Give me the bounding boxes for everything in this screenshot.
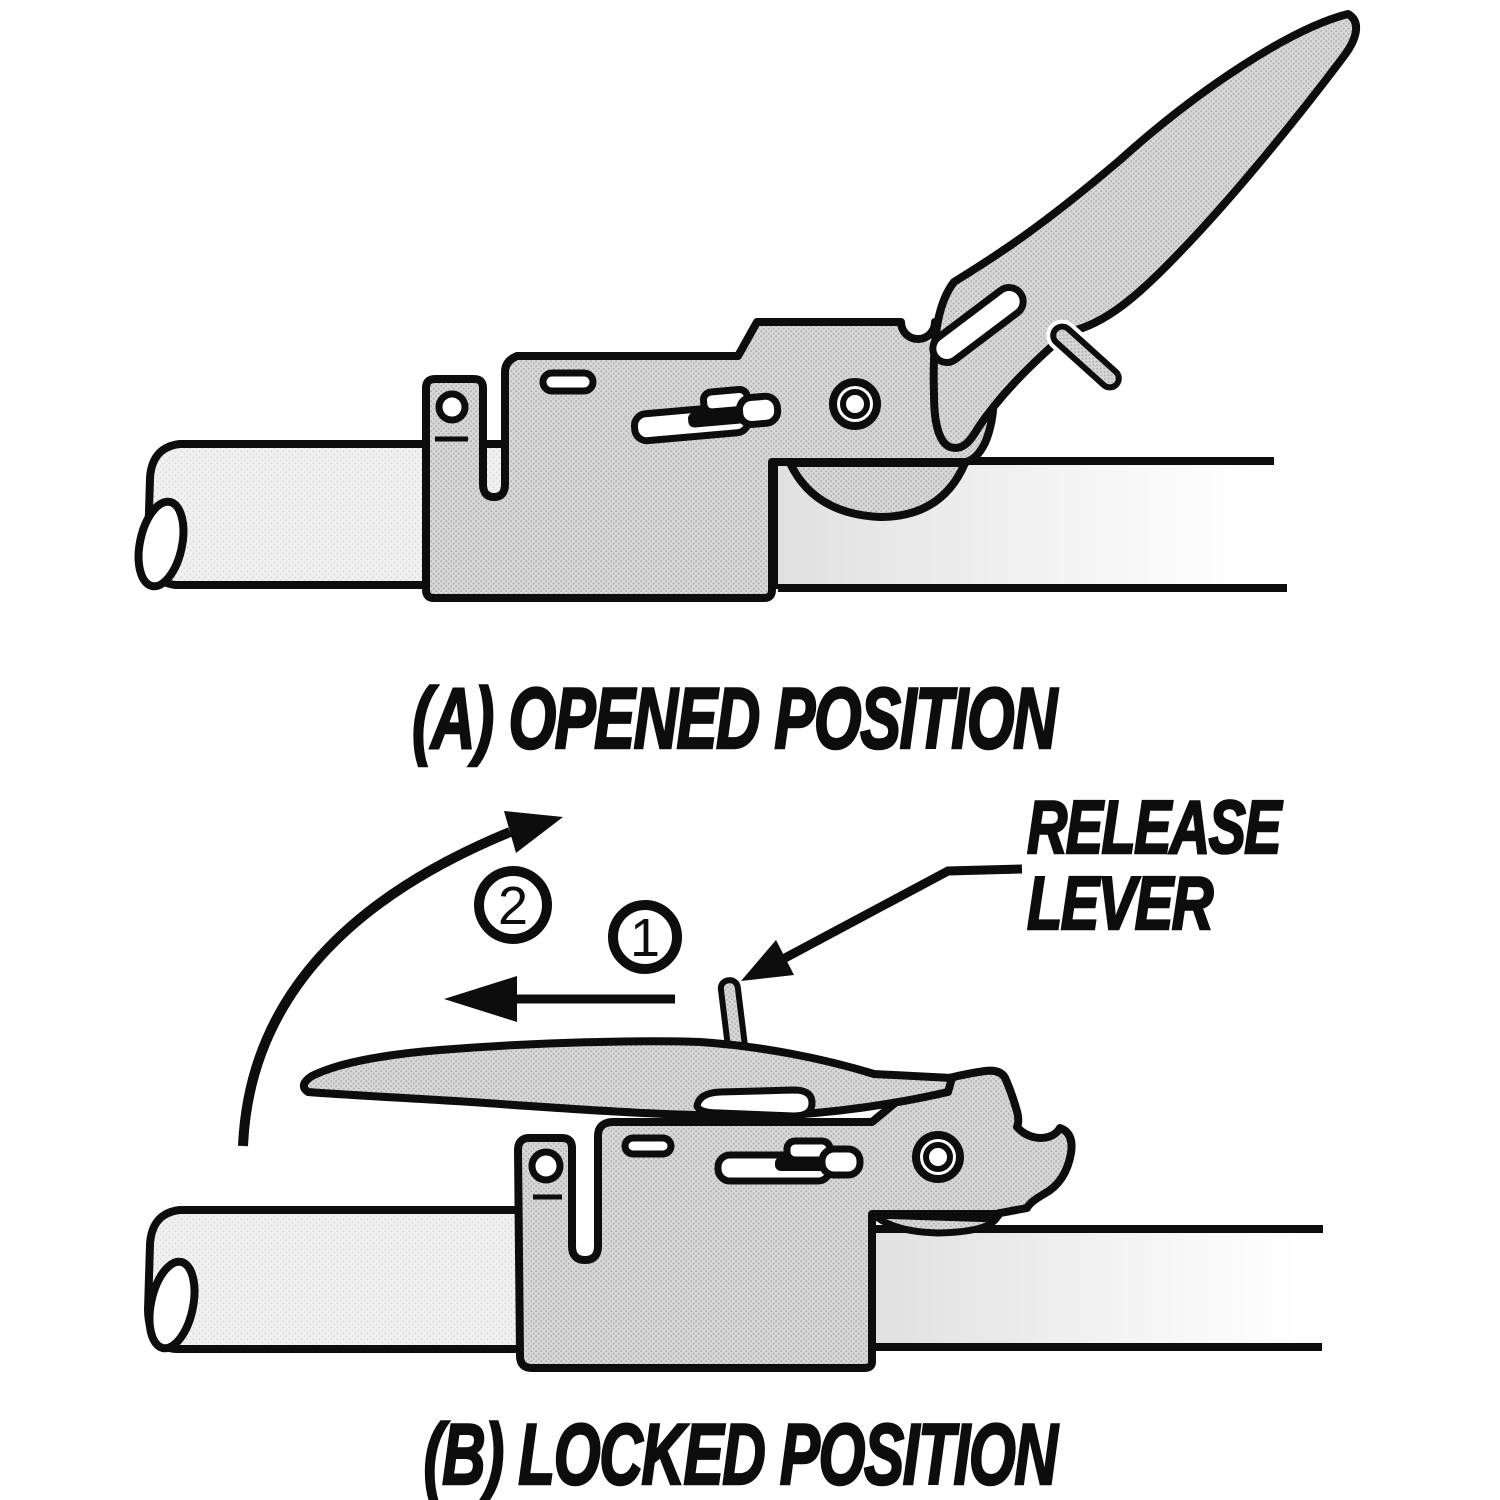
caption-b: (B) LOCKED POSITION <box>424 1407 1060 1500</box>
step-1-badge: 1 <box>608 900 682 974</box>
tab-hole-a <box>435 390 469 424</box>
plate-slot-small-b <box>621 1134 675 1158</box>
step2-arrowhead-icon <box>504 811 563 853</box>
pivot-rivet-inner-a <box>840 389 870 419</box>
step1-motion-arrow <box>444 976 675 1022</box>
figure-a-opened: (A) OPENED POSITION <box>134 10 1361 768</box>
lever-slot-a <box>929 284 1027 366</box>
release-lever-label-line1: RELEASE <box>1027 785 1283 869</box>
pivot-rivet-inner-b <box>923 1142 953 1172</box>
step2-motion-arrow <box>238 811 563 1147</box>
plate-slot-small-a <box>539 369 597 395</box>
slider-assembly-b <box>714 1137 864 1185</box>
release-lever-rod-a <box>1046 319 1126 395</box>
step-2-number: 2 <box>498 876 528 936</box>
cam-jaw-a <box>783 459 972 522</box>
caption-a: (A) OPENED POSITION <box>412 671 1059 767</box>
tube-right-fill-b <box>872 1232 1320 1345</box>
lever-slot-b <box>693 1086 816 1120</box>
step-2-badge: 2 <box>474 866 552 944</box>
step-1-number: 1 <box>630 908 660 968</box>
lever-arm-a <box>929 10 1361 452</box>
release-lever-leader-arrow <box>741 864 1023 981</box>
tube-end-cap-b <box>145 1257 199 1353</box>
cam-jaw-b <box>864 1211 1003 1237</box>
tab-hole-b <box>528 1148 564 1184</box>
step1-arrowhead-icon <box>444 976 517 1022</box>
tube-left-b <box>143 1206 528 1353</box>
lever-arm-b <box>299 1037 956 1120</box>
slider-assembly-a <box>630 385 782 445</box>
release-lever-label-line2: LEVER <box>1027 861 1213 945</box>
tube-end-cap-a <box>134 497 188 591</box>
figure-b-locked: 2 1 RELEASE LEVER (B) LOCKED POSITION <box>143 784 1323 1500</box>
release-lever-arrowhead-icon <box>741 940 794 981</box>
